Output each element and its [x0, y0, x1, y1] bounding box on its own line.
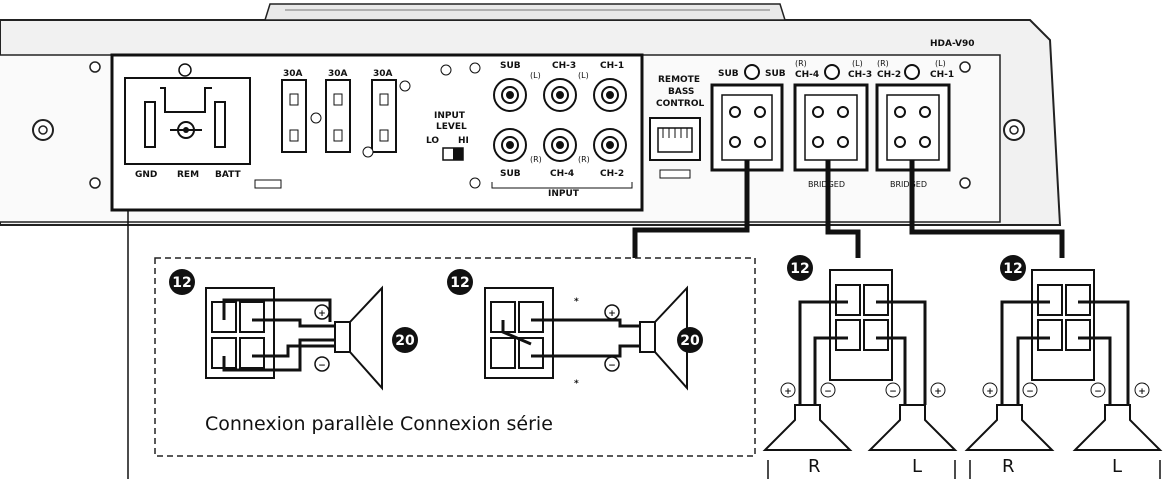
fuse-label-3: 30A [373, 69, 393, 79]
model-label: HDA-V90 [930, 39, 975, 49]
remote-line2: BASS [668, 87, 694, 97]
series-asterisk-top: * [574, 297, 579, 307]
mounting-hole-right [1003, 119, 1025, 141]
fuse-block: 30A 30A 30A [281, 69, 411, 158]
series-minus: − [608, 361, 616, 371]
rca-ch1: CH-1 [600, 61, 624, 71]
spk-ch1: CH-1 [930, 70, 954, 80]
frame-screws [89, 61, 971, 189]
spk-ch3: CH-3 [848, 70, 872, 80]
rca-ch2: CH-2 [600, 169, 624, 179]
pair-a-l-label: L [912, 456, 922, 477]
rca-input-block: SUB CH-3 CH-1 (L) (L) (R) (R) SUB CH-4 C… [469, 61, 633, 199]
input-panel: GND REM BATT 30A 30A 30A INPUT LEVEL LO … [110, 53, 644, 212]
input-level-title-2: LEVEL [436, 122, 467, 132]
mounting-hole-left [32, 119, 54, 141]
lo-label: LO [426, 136, 439, 146]
input-level-switch: INPUT LEVEL LO HI [426, 64, 469, 161]
pair-a-l-plus: + [934, 387, 942, 397]
speaker-terminal-ch3-ch4: (R) CH-4 (L) CH-3 BRIDGED [793, 59, 872, 189]
series-connector-badge: 12 [450, 275, 469, 291]
pair-b-r-label: R [1002, 456, 1015, 477]
parallel-speaker-badge: 20 [395, 333, 415, 349]
speaker-terminal-ch1-ch2: (R) CH-2 (L) CH-1 BRIDGED [875, 59, 954, 189]
parallel-plus: + [318, 309, 326, 319]
fuse-label-1: 30A [283, 69, 303, 79]
rca-sub-top: SUB [500, 61, 521, 71]
pair-b-r-minus: − [1026, 387, 1034, 397]
rca-l2: (L) [578, 71, 589, 80]
rca-l1: (L) [530, 71, 541, 80]
parallel-minus: − [318, 361, 326, 371]
stereo-pair-b: 12 + − − + R L [964, 255, 1163, 479]
speaker-terminal-sub: SUB SUB [710, 64, 786, 172]
connection-detail-box: 12 + − 20 12 [154, 257, 756, 457]
pair-b-l-minus: − [1094, 387, 1102, 397]
gnd-label: GND [135, 170, 157, 180]
pair-b-l-label: L [1112, 456, 1122, 477]
power-terminal-block [124, 63, 251, 165]
remote-bass-control: REMOTE BASS CONTROL [649, 75, 705, 179]
input-level-title-1: INPUT [434, 111, 466, 121]
pair-a-r-minus: − [824, 387, 832, 397]
pair-a-connector-badge: 12 [790, 261, 809, 277]
series-speaker-badge: 20 [680, 333, 700, 349]
series-plus: + [608, 309, 616, 319]
spk-bridged-b: BRIDGED [890, 180, 927, 189]
series-connection: 12 * * + − 20 [447, 269, 703, 391]
stereo-pair-a: 12 + − − + R L [762, 255, 958, 479]
parallel-connector-badge: 12 [172, 275, 191, 291]
pair-a-l-minus: − [889, 387, 897, 397]
spk-ch2: CH-2 [877, 70, 901, 80]
remote-line1: REMOTE [658, 75, 700, 85]
spk-l-b: (L) [935, 59, 946, 68]
series-asterisk-bottom: * [574, 379, 579, 389]
spk-r-b: (R) [877, 59, 889, 68]
hi-label: HI [458, 136, 469, 146]
spk-sub-b: SUB [765, 69, 786, 79]
pair-a-r-plus: + [784, 387, 792, 397]
rca-r2: (R) [578, 155, 590, 164]
rca-r1: (R) [530, 155, 542, 164]
spk-ch4: CH-4 [795, 70, 819, 80]
rca-input-label: INPUT [548, 189, 580, 199]
batt-label: BATT [215, 170, 241, 180]
rem-label: REM [177, 170, 199, 180]
pair-b-l-plus: + [1138, 387, 1146, 397]
rca-ch4: CH-4 [550, 169, 574, 179]
pair-b-r-plus: + [986, 387, 994, 397]
spk-l-a: (L) [852, 59, 863, 68]
parallel-connection: 12 + − 20 [169, 269, 418, 391]
spk-r-a: (R) [795, 59, 807, 68]
pair-a-r-label: R [808, 456, 821, 477]
pair-b-connector-badge: 12 [1003, 261, 1022, 277]
rca-ch3: CH-3 [552, 61, 576, 71]
remote-line3: CONTROL [656, 99, 705, 109]
spk-sub-a: SUB [718, 69, 739, 79]
fuse-label-2: 30A [328, 69, 348, 79]
harness-wires [632, 160, 1065, 258]
rca-sub-bottom: SUB [500, 169, 521, 179]
connection-caption: Connexion parallèle Connexion série [205, 413, 553, 435]
